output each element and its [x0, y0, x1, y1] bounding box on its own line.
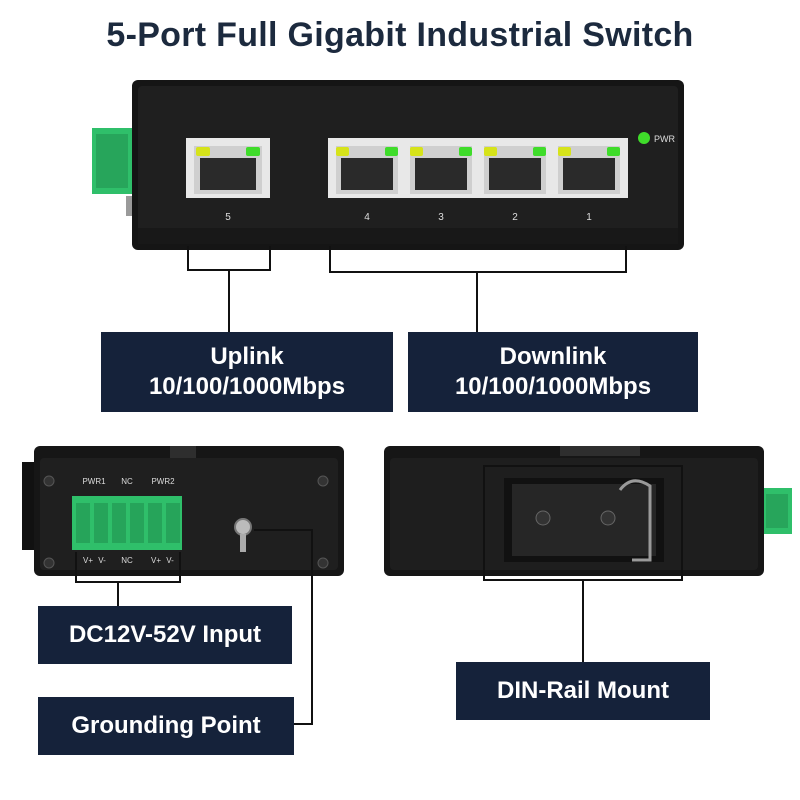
downlink-speed: 10/100/1000Mbps: [454, 373, 652, 400]
terminal-label-v-plus-2: V+: [151, 556, 161, 565]
port-number-3: 3: [438, 212, 444, 223]
ethernet-port-2: [484, 146, 546, 194]
din-rail-side-panel: [384, 446, 792, 576]
din-rail-label-box: DIN-Rail Mount: [456, 662, 710, 720]
grounding-screw-icon: [234, 518, 252, 536]
uplink-label: Uplink: [210, 343, 284, 370]
grounding-label: Grounding Point: [71, 712, 261, 739]
power-led-icon: [638, 132, 650, 144]
grounding-label-box: Grounding Point: [38, 697, 294, 755]
power-side-panel: [22, 446, 344, 576]
terminal-label-pwr1: PWR1: [82, 477, 106, 486]
downlink-label-box: Downlink 10/100/1000Mbps: [408, 332, 698, 412]
power-input-label-box: DC12V-52V Input: [38, 606, 292, 664]
uplink-label-box: Uplink 10/100/1000Mbps: [101, 332, 393, 412]
terminal-label-v-plus-1: V+: [83, 556, 93, 565]
port-number-1: 1: [586, 212, 592, 223]
ethernet-port-5: [186, 138, 270, 198]
uplink-speed: 10/100/1000Mbps: [148, 373, 346, 400]
terminal-label-v-minus-1: V-: [98, 556, 106, 565]
ethernet-port-1: [558, 146, 620, 194]
power-input-label: DC12V-52V Input: [68, 621, 262, 648]
terminal-label-pwr2: PWR2: [151, 477, 175, 486]
ethernet-port-4: [336, 146, 398, 194]
terminal-label-nc-top: NC: [121, 477, 133, 486]
ethernet-port-3: [410, 146, 472, 194]
port-number-4: 4: [364, 212, 370, 223]
terminal-label-v-minus-2: V-: [166, 556, 174, 565]
page-title: 5-Port Full Gigabit Industrial Switch: [106, 16, 694, 54]
port-number-2: 2: [512, 212, 518, 223]
terminal-label-nc-bottom: NC: [121, 556, 133, 565]
din-rail-label: DIN-Rail Mount: [497, 677, 669, 704]
downlink-label: Downlink: [499, 343, 607, 370]
port-number-5: 5: [225, 212, 231, 223]
pwr-label: PWR: [654, 134, 675, 144]
